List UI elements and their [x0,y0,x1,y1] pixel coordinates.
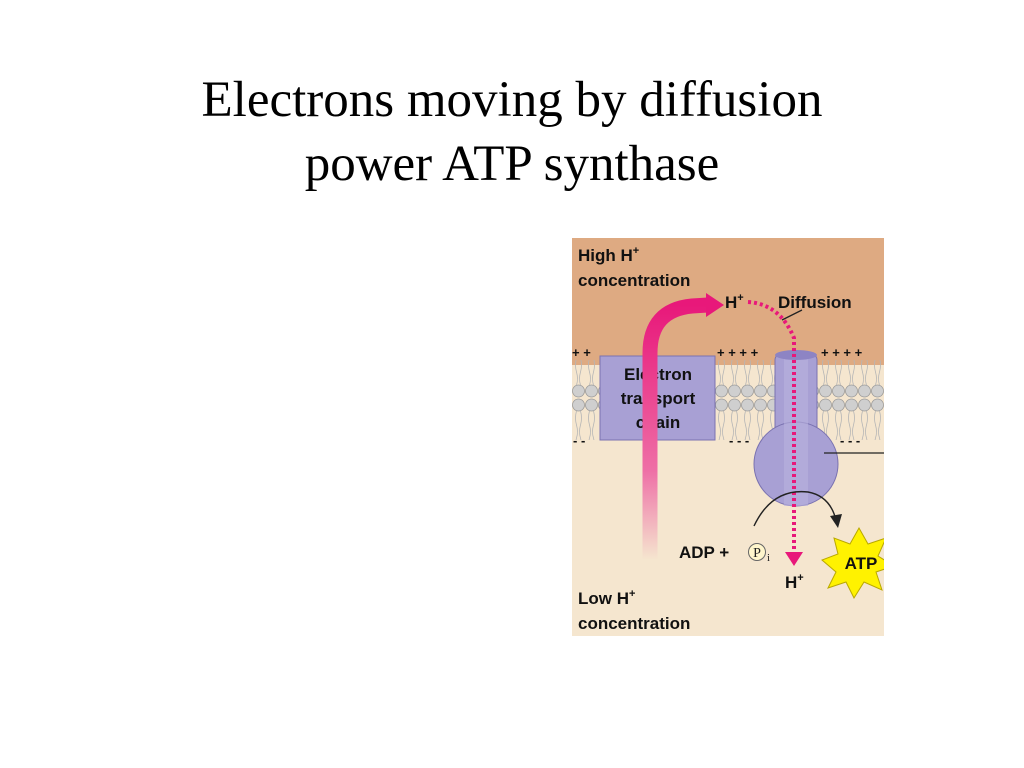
phosphate-symbol: P [753,546,761,561]
etc-label-line-3: chain [636,413,680,432]
low-h-label: Low H+ [578,588,635,608]
adp-label: ADP + [679,543,729,562]
title-line-1: Electrons moving by diffusion [201,72,823,128]
charge-minus-right: - - - [840,433,860,448]
atp-synthase-diagram: + + + + + + + + + + - - - - - - - - Elec… [572,238,884,636]
proton-pump-arrowhead [706,293,724,317]
proton-pump-arrow [642,297,709,560]
atp-starburst [821,526,884,600]
reaction-arrowhead [830,514,842,528]
phosphate-subscript: i [767,552,770,564]
atp-label: ATP [845,554,878,573]
h-ion-bottom: H+ [785,572,804,592]
low-concentration-label: concentration [578,614,690,633]
charge-plus-middle: + + + + [717,345,759,360]
diffusion-pointer [781,309,803,321]
high-h-label: High H+ [578,245,639,265]
high-concentration-label: concentration [578,271,690,290]
diffusion-label: Diffusion [778,293,852,312]
h-ion-top: H+ [725,292,744,312]
high-concentration-region [572,238,884,365]
etc-label-line-2: transport [621,389,696,408]
etc-label-line-1: Electron [624,365,692,384]
reaction-arrow [753,490,837,527]
charge-plus-right: + + + + [821,345,863,360]
charge-minus-middle: - - - [729,433,749,448]
diffusion-dotted-arrow [747,300,796,552]
charge-minus-left: - - [573,433,585,448]
charge-plus-left: + + [572,345,591,360]
title-line-2: power ATP synthase [304,136,720,192]
diffusion-arrowhead [785,552,803,566]
slide-title: Electrons moving by diffusion power ATP … [0,68,1024,196]
phosphate-circle [748,543,766,561]
